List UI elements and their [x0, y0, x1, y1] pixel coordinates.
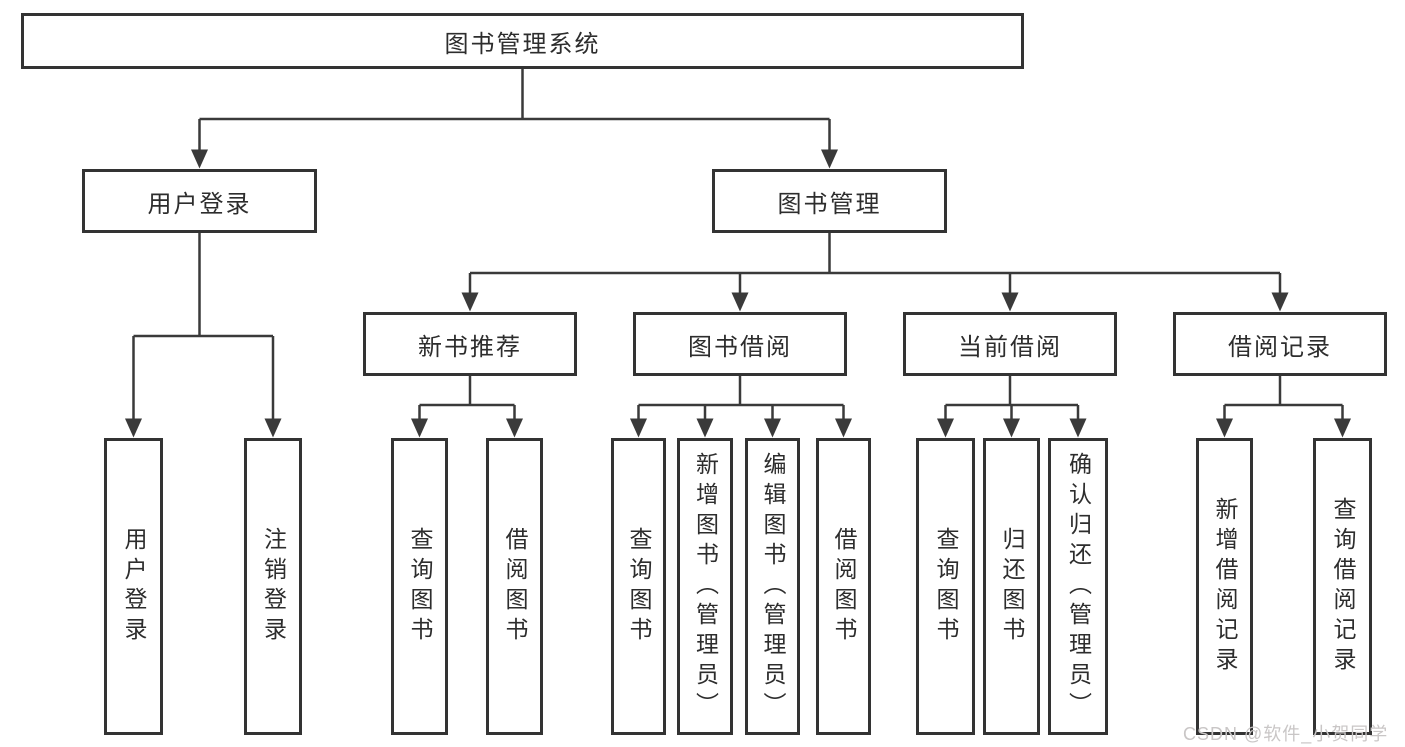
node-current-borrowing: 当前借阅 [903, 312, 1117, 376]
leaf-records-add-record: 新增借阅记录 [1196, 438, 1253, 735]
branch-book-management [461, 233, 1289, 312]
leaf-records-query-record: 查询借阅记录 [1313, 438, 1372, 735]
branch-new-book-recommendation [411, 375, 523, 438]
node-new-book-recommendation: 新书推荐 [363, 312, 577, 376]
node-library-management-system: 图书管理系统 [21, 13, 1024, 69]
node-book-borrowing: 图书借阅 [633, 312, 847, 376]
leaf-borrowing-query-books: 查询图书 [611, 438, 666, 735]
branch-borrowing-records [1216, 375, 1351, 438]
leaf-logout: 注销登录 [244, 438, 302, 735]
leaf-recommend-borrow-books: 借阅图书 [486, 438, 543, 735]
branch-user-login [125, 233, 282, 438]
node-book-management: 图书管理 [712, 169, 947, 233]
leaf-current-return-books: 归还图书 [983, 438, 1040, 735]
leaf-recommend-query-books: 查询图书 [391, 438, 448, 735]
branch-current-borrowing [937, 375, 1087, 438]
leaf-user-login: 用户登录 [104, 438, 163, 735]
leaf-borrowing-add-books-admin: 新增图书（管理员） [677, 438, 733, 735]
branch-root [191, 69, 838, 169]
csdn-watermark: CSDN @软件_小贺同学 [1183, 724, 1389, 744]
leaf-current-query-books: 查询图书 [916, 438, 975, 735]
leaf-current-confirm-return-admin: 确认归还（管理员） [1048, 438, 1108, 735]
node-borrowing-records: 借阅记录 [1173, 312, 1387, 376]
branch-book-borrowing [630, 375, 852, 438]
node-user-login: 用户登录 [82, 169, 317, 233]
leaf-borrowing-edit-books-admin: 编辑图书（管理员） [745, 438, 800, 735]
leaf-borrowing-borrow-books: 借阅图书 [816, 438, 871, 735]
